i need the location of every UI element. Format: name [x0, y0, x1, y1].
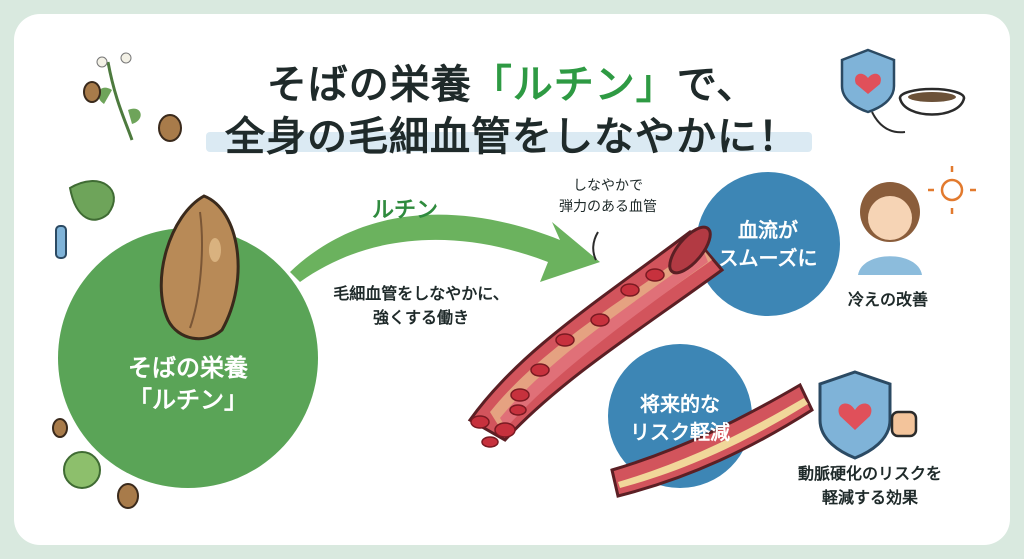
vessel-label-pointer [592, 231, 599, 261]
soba-bowl-icon [898, 87, 966, 116]
arrow-description: 毛細血管をしなやかに、 強くする働き [333, 284, 509, 327]
seed-small-icon [52, 418, 68, 438]
shield-thumbs-icon [818, 370, 918, 460]
leaf-ball-icon [63, 451, 101, 489]
risk-circle-label: 将来的な リスク軽減 [630, 392, 730, 444]
rutin-circle [58, 228, 318, 488]
seed-small-icon [158, 114, 182, 142]
bloodflow-circle-label: 血流が スムーズに [718, 218, 818, 270]
woman-smiling-icon [858, 182, 922, 275]
cold-improvement-label: 冷えの改善 [848, 290, 929, 309]
title-highlight [206, 132, 812, 152]
shield-heart-icon [840, 48, 896, 114]
page-title-line2: 全身の毛細血管をしなやかに！ [225, 114, 799, 160]
page-title-line1: そばの栄養「ルチン」で、 [0, 52, 1024, 110]
vessel-label: しなやかで 弾力のある血管 [559, 178, 657, 215]
rutin-circle-label: そばの栄養 「ルチン」 [128, 354, 248, 414]
leaf-icon [68, 180, 115, 221]
sun-icon [928, 166, 976, 214]
blood-vessel-lower [610, 382, 814, 498]
blood-vessel-upper [467, 225, 725, 442]
buckwheat-seed-icon [159, 194, 240, 341]
thermometer-icon [55, 225, 67, 259]
risk-description: 動脈硬化のリスクを 軽減する効果 [797, 464, 942, 507]
title-text: そばの栄養 [266, 62, 472, 108]
bloodflow-circle [696, 172, 840, 316]
title-accent: 「ルチン」 [471, 62, 677, 108]
rutin-arrow [290, 214, 600, 282]
curved-arrow-icon [871, 111, 906, 134]
seed-small-icon [117, 483, 139, 509]
buckwheat-plant-icon [96, 52, 141, 141]
blood-cells [470, 268, 665, 448]
title-text-end: で、 [676, 62, 758, 108]
arrow-label: ルチン [372, 198, 439, 223]
seed-small-icon [83, 81, 101, 103]
